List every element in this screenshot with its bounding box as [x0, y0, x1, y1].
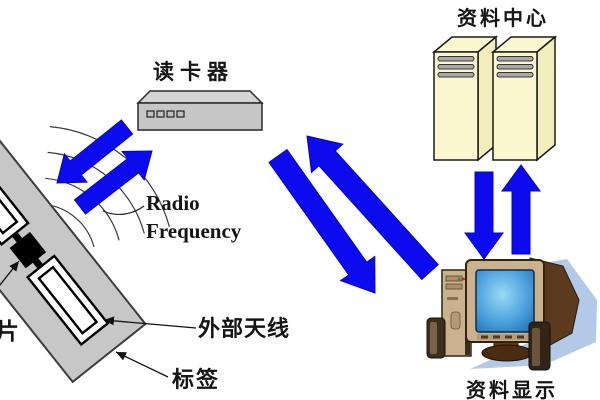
external-antenna-label: 外部天线 — [198, 316, 291, 341]
drive-bay-icon — [445, 275, 463, 282]
monitor-button-icon — [505, 335, 512, 339]
arrow-reader-to-tag-icon — [56, 119, 134, 184]
server-front-face — [433, 51, 479, 161]
chip-connector-left — [11, 231, 23, 243]
monitor-button-icon — [517, 335, 524, 339]
tower-slot-icon — [450, 311, 461, 330]
server-vent-icon — [437, 64, 475, 70]
data-display-label: 资料显示 — [466, 380, 558, 400]
reader-port-icon — [156, 110, 165, 118]
server-side-face — [536, 35, 556, 162]
server-tower-left — [431, 35, 499, 162]
flow-arrows — [56, 119, 541, 294]
arrow-tag-to-reader-icon — [73, 150, 153, 215]
radio-frequency-line1: Radio — [146, 191, 200, 215]
monitor-button-icon — [493, 335, 500, 339]
reader-port-icon — [146, 110, 155, 118]
rfid-tag — [0, 70, 147, 384]
server-front-face — [492, 51, 538, 161]
arrow-reader-to-display-icon — [268, 148, 376, 294]
server-tower-right — [490, 35, 558, 162]
tag-antenna-right-inner — [37, 265, 99, 335]
rf-pointer-line — [102, 205, 145, 216]
speaker-left-front — [430, 322, 437, 354]
hdd-led-icon — [462, 277, 465, 281]
monitor-base — [481, 344, 533, 362]
power-led-icon — [457, 277, 461, 281]
chip-connector-right — [32, 258, 44, 270]
server-vent-icon — [496, 64, 534, 70]
tag-antenna-left-inner — [0, 113, 19, 235]
reader-label: 读卡器 — [153, 61, 234, 84]
tag-label: 标签 — [172, 367, 221, 392]
data-center-label: 资料中心 — [457, 8, 549, 30]
arrow-display-to-reader-icon — [306, 135, 439, 281]
tower-button-icon — [447, 297, 458, 300]
reader-top-face — [136, 90, 264, 104]
reader-port-icon — [176, 110, 185, 118]
radio-frequency-label: Radio Frequency — [146, 189, 241, 245]
arrow-display-to-datacenter-icon — [501, 164, 541, 255]
monitor-button-icon — [481, 335, 488, 339]
speaker-right-front — [532, 328, 540, 366]
chip-leader-arrow — [0, 260, 20, 286]
drive-bay-icon — [445, 283, 463, 290]
chip-label: 片 — [0, 318, 19, 344]
reader-port-icon — [166, 110, 175, 118]
tag-chip — [9, 231, 47, 269]
server-vent-icon — [496, 56, 534, 62]
antenna-leader-arrow — [103, 316, 197, 329]
radio-frequency-line2: Frequency — [146, 219, 242, 243]
arrow-datacenter-to-display-icon — [464, 171, 504, 260]
server-vent-icon — [437, 56, 475, 62]
computer — [426, 257, 597, 371]
screen — [475, 269, 535, 333]
reader-device — [136, 90, 264, 131]
tag-leader-arrow — [115, 351, 169, 378]
server-vent-icon — [437, 72, 475, 78]
server-vent-icon — [496, 72, 534, 78]
